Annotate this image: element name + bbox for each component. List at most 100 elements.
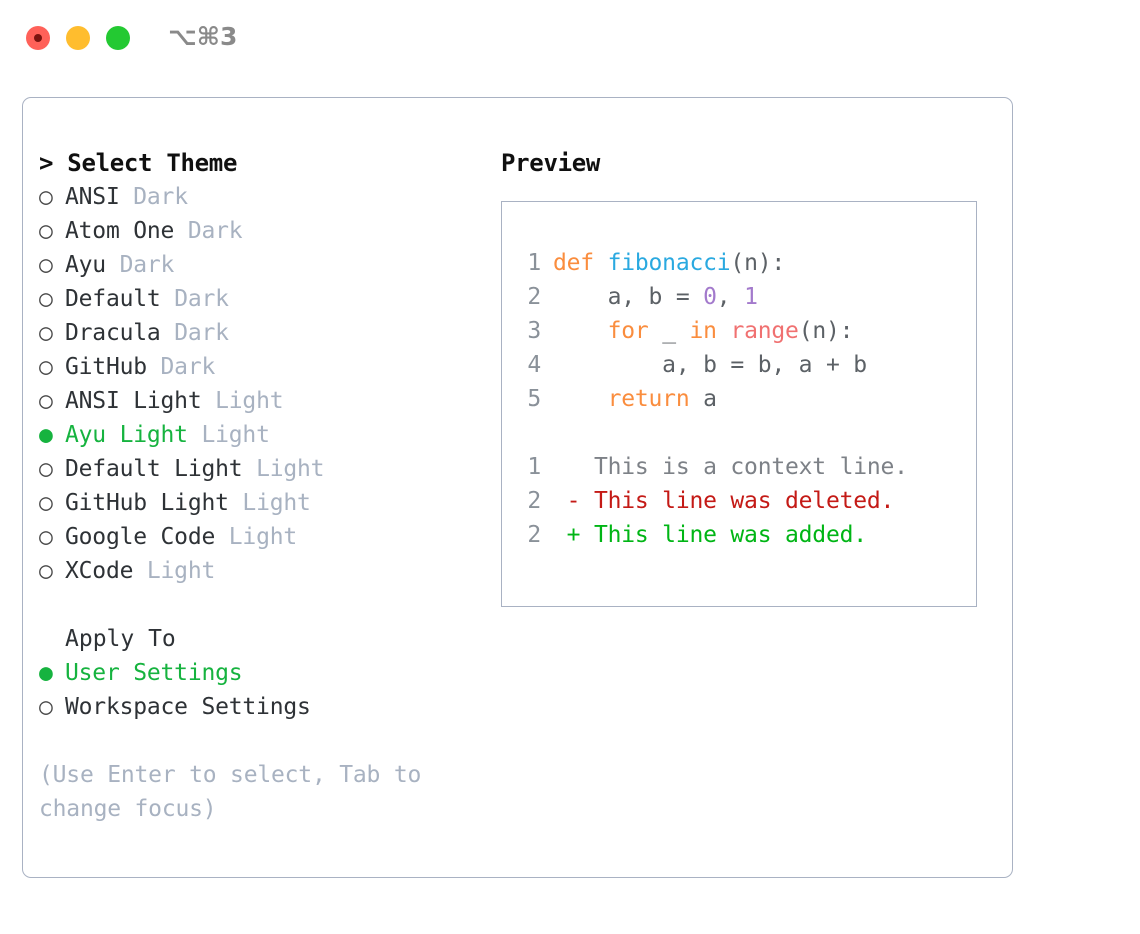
radio-selected-icon: ● — [39, 422, 53, 448]
preview-title: Preview — [501, 149, 601, 177]
code-token: return — [607, 386, 690, 412]
diff-line-number: 2 — [527, 488, 541, 514]
theme-option-xcode[interactable]: ○XCode Light — [39, 554, 494, 588]
maximize-window-icon[interactable] — [106, 26, 130, 50]
code-token — [553, 386, 608, 412]
code-line-number: 4 — [527, 352, 541, 378]
minimize-window-icon[interactable] — [66, 26, 90, 50]
code-token — [717, 318, 731, 344]
theme-option-default[interactable]: ○Default Dark — [39, 282, 494, 316]
code-line-number: 5 — [527, 386, 541, 412]
keyboard-hint: (Use Enter to select, Tab to change focu… — [39, 762, 422, 822]
code-line-number: 3 — [527, 318, 541, 344]
theme-option-default-light[interactable]: ○ Default Light Light — [39, 452, 494, 486]
diff-line-number: 2 — [527, 522, 541, 548]
radio-unselected-icon: ○ — [39, 490, 53, 516]
theme-variant-tag: Light — [201, 422, 270, 448]
theme-option-ayu[interactable]: ○ Ayu Dark — [39, 248, 494, 282]
radio-unselected-icon: ○ — [39, 456, 53, 482]
diff-sample: 1 This is a context line.2 - This line w… — [513, 450, 908, 552]
theme-option-github-light[interactable]: ○ GitHub Light Light — [39, 486, 494, 520]
apply-to-option-label: User Settings — [65, 660, 243, 686]
theme-list: ○ANSI Dark○Atom One Dark○Ayu Dark○Defaul… — [39, 180, 494, 588]
code-token: 0 — [703, 284, 717, 310]
code-line: 4 a, b = b, a + b — [513, 348, 867, 382]
select-theme-header: > Select Theme — [39, 149, 238, 177]
theme-option-label: ANSI Light — [65, 388, 216, 414]
theme-option-label: Atom One — [65, 218, 188, 244]
code-token: a — [689, 386, 717, 412]
theme-option-label: Dracula — [65, 320, 175, 346]
radio-unselected-icon: ○ — [39, 694, 53, 720]
code-token: range — [730, 318, 799, 344]
theme-variant-tag: Dark — [160, 354, 216, 380]
code-token: def — [553, 250, 608, 276]
code-line: 3 for _ in range(n): — [513, 314, 867, 348]
diff-line-text: - This line was deleted. — [553, 488, 895, 514]
code-token — [553, 318, 608, 344]
radio-unselected-icon: ○ — [39, 252, 53, 278]
theme-picker-column: > Select Theme ○ANSI Dark○Atom One Dark○… — [39, 146, 494, 826]
code-token: (n): — [730, 250, 786, 276]
radio-unselected-icon: ○ — [39, 286, 53, 312]
theme-option-ayu-light[interactable]: ● Ayu Light Light — [39, 418, 494, 452]
radio-unselected-icon: ○ — [39, 218, 53, 244]
theme-variant-tag: Light — [215, 388, 284, 414]
apply-to-list: ● User Settings ○ Workspace Settings — [39, 656, 494, 724]
theme-variant-tag: Light — [242, 490, 311, 516]
code-line-number: 1 — [527, 250, 541, 276]
code-line: 2 a, b = 0, 1 — [513, 280, 867, 314]
radio-unselected-icon: ○ — [39, 558, 53, 584]
radio-unselected-icon: ○ — [39, 184, 53, 210]
diff-line: 2 - This line was deleted. — [513, 484, 908, 518]
close-window-icon[interactable] — [26, 26, 50, 50]
theme-option-label: Google Code — [65, 524, 229, 550]
theme-option-label: Ayu Light — [65, 422, 202, 448]
theme-option-label: GitHub Light — [65, 490, 243, 516]
radio-unselected-icon: ○ — [39, 388, 53, 414]
apply-to-title: Apply To — [65, 626, 176, 652]
theme-variant-tag: Dark — [133, 184, 188, 210]
theme-option-github[interactable]: ○GitHub Dark — [39, 350, 494, 384]
diff-line-number: 1 — [527, 454, 541, 480]
theme-option-google-code[interactable]: ○ Google Code Light — [39, 520, 494, 554]
radio-unselected-icon: ○ — [39, 320, 53, 346]
theme-variant-tag: Light — [256, 456, 325, 482]
theme-variant-tag: Dark — [174, 286, 229, 312]
theme-option-ansi-light[interactable]: ○ ANSI Light Light — [39, 384, 494, 418]
code-token: 1 — [744, 284, 758, 310]
code-token: _ — [648, 318, 690, 344]
code-line: 5 return a — [513, 382, 867, 416]
theme-variant-tag: Light — [146, 558, 216, 584]
radio-selected-icon: ● — [39, 660, 53, 686]
code-token: , — [716, 284, 745, 310]
code-token: a, b = — [553, 284, 704, 310]
code-token: a, b = b, a + b — [553, 352, 867, 378]
code-token: in — [689, 318, 717, 344]
diff-line-text: + This line was added. — [553, 522, 867, 548]
apply-to-option-workspace-settings[interactable]: ○ Workspace Settings — [39, 690, 494, 724]
keyboard-shortcut-label: ⌥⌘3 — [168, 22, 238, 51]
theme-variant-tag: Dark — [174, 320, 229, 346]
radio-unselected-icon: ○ — [39, 524, 53, 550]
theme-option-dracula[interactable]: ○ Dracula Dark — [39, 316, 494, 350]
content-panel: > Select Theme ○ANSI Dark○Atom One Dark○… — [22, 97, 1013, 878]
theme-option-atom-one[interactable]: ○Atom One Dark — [39, 214, 494, 248]
traffic-light-group — [26, 26, 130, 50]
apply-to-option-label: Workspace Settings — [65, 694, 311, 720]
title-bar: ⌥⌘3 — [0, 0, 1140, 78]
diff-line: 1 This is a context line. — [513, 450, 908, 484]
apply-to-option-user-settings[interactable]: ● User Settings — [39, 656, 494, 690]
theme-option-ansi[interactable]: ○ANSI Dark — [39, 180, 494, 214]
theme-option-label: Default Light — [65, 456, 257, 482]
code-line-number: 2 — [527, 284, 541, 310]
theme-variant-tag: Light — [228, 524, 298, 550]
radio-unselected-icon: ○ — [39, 354, 53, 380]
theme-option-label: Ayu — [65, 252, 120, 278]
theme-variant-tag: Dark — [119, 252, 175, 278]
code-token: for — [607, 318, 649, 344]
